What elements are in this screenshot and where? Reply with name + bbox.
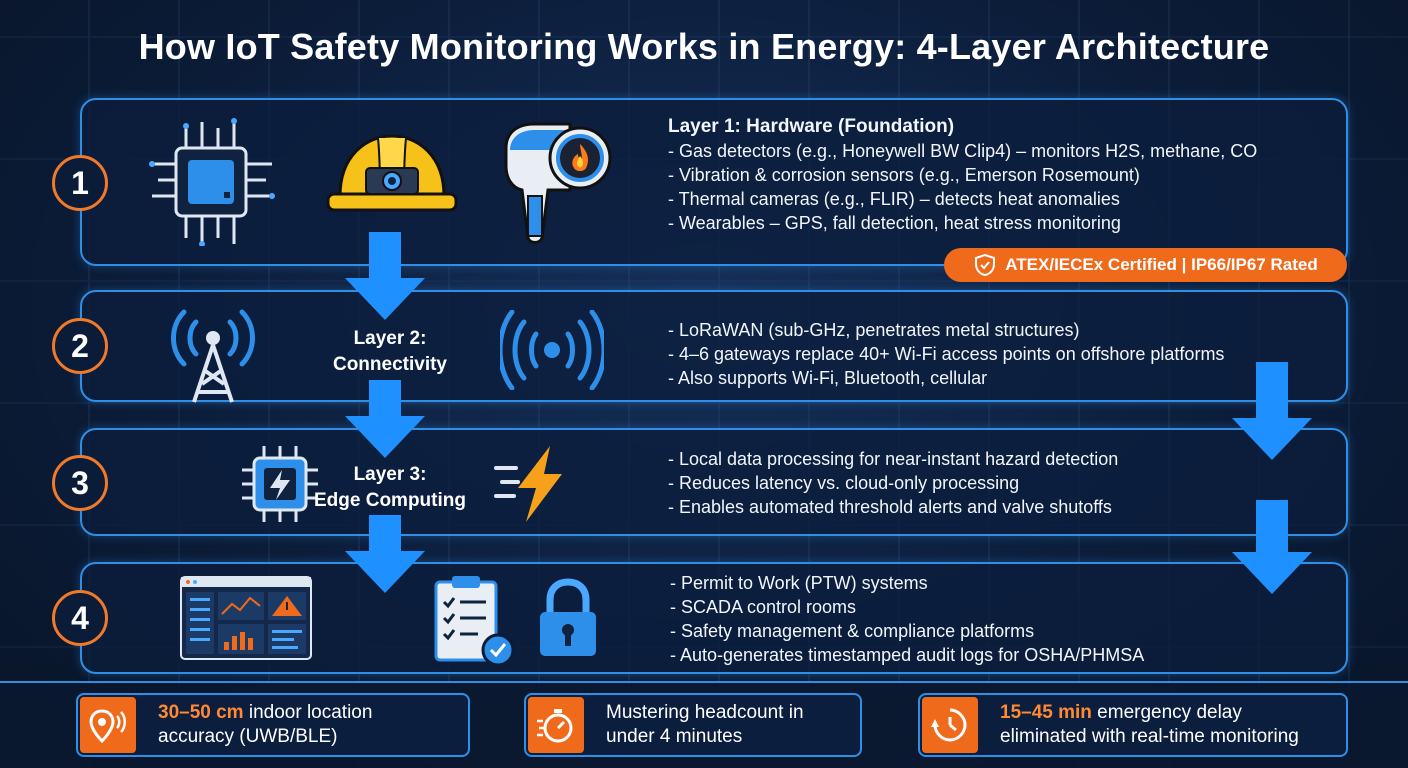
layer-4-number: 4 (52, 590, 108, 646)
stat-highlight: 15–45 min (1000, 702, 1092, 723)
layer-2-line: - LoRaWAN (sub-GHz, penetrates metal str… (668, 320, 1080, 340)
layer-4-line: - Permit to Work (PTW) systems (670, 573, 928, 593)
edge-chip-icon (242, 446, 318, 522)
layer-3-number: 3 (52, 455, 108, 511)
stat-location-accuracy: 30–50 cm indoor location accuracy (UWB/B… (76, 693, 470, 757)
layer-2-panel (80, 290, 1348, 402)
layer-3-line: - Enables automated threshold alerts and… (668, 497, 1112, 517)
layer-2-label-line2: Connectivity (332, 354, 448, 375)
layer-4-description: - Permit to Work (PTW) systems - SCADA c… (670, 571, 1340, 667)
dashboard-icon (180, 576, 312, 660)
stat-text-line1: Mustering headcount in (606, 702, 804, 723)
layer-2-number: 2 (52, 318, 108, 374)
layer-1-line: - Thermal cameras (e.g., FLIR) – detects… (668, 189, 1120, 209)
flow-arrow-1-2 (345, 232, 425, 320)
checklist-icon (434, 576, 515, 666)
layer-1-heading: Layer 1: Hardware (Foundation) (668, 116, 955, 137)
microchip-icon (149, 118, 275, 246)
radio-tower-icon (171, 309, 255, 403)
layer-3-description: - Local data processing for near-instant… (668, 447, 1338, 519)
padlock-icon (540, 578, 596, 656)
wireless-signal-icon (500, 310, 604, 390)
shield-check-icon (975, 253, 996, 277)
layer-2-description: - LoRaWAN (sub-GHz, penetrates metal str… (668, 318, 1338, 390)
layer-3-line: - Reduces latency vs. cloud-only process… (668, 473, 1020, 493)
layer-2-label: Layer 2: Connectivity (310, 326, 470, 378)
layer-3-label-line2: Edge Computing (314, 490, 466, 511)
layer-3-line: - Local data processing for near-instant… (668, 449, 1119, 469)
layer-1-line: - Gas detectors (e.g., Honeywell BW Clip… (668, 141, 1258, 161)
stat-emergency-delay: 15–45 min emergency delay eliminated wit… (918, 693, 1348, 757)
flow-arrow-3-4 (345, 515, 425, 593)
clock-icon (922, 697, 978, 753)
flow-arrow-2-3 (345, 380, 425, 458)
hard-hat-icon (326, 134, 458, 212)
stopwatch-icon (528, 697, 584, 753)
stat-mustering: Mustering headcount in under 4 minutes (524, 693, 862, 757)
layer-1-line: - Vibration & corrosion sensors (e.g., E… (668, 165, 1140, 185)
layer-1-number: 1 (52, 155, 108, 211)
stat-highlight: 30–50 cm (158, 702, 244, 723)
layer-3-label: Layer 3: Edge Computing (300, 462, 480, 514)
flow-arrow-right-upper (1232, 362, 1312, 460)
flow-arrow-right-lower (1232, 500, 1312, 594)
layer-3-label-line1: Layer 3: (353, 464, 427, 485)
layer-2-label-line1: Layer 2: (353, 328, 427, 349)
lightning-icon (494, 446, 562, 522)
stat-mustering-text: Mustering headcount in under 4 minutes (606, 701, 804, 749)
layer-1-panel (80, 98, 1348, 266)
thermal-camera-icon (504, 122, 612, 244)
stat-text-line1: emergency delay (1091, 702, 1242, 723)
stat-emergency-text: 15–45 min emergency delay eliminated wit… (1000, 701, 1299, 749)
layer-1-description: Layer 1: Hardware (Foundation) - Gas det… (668, 115, 1348, 235)
layer-2-line: - 4–6 gateways replace 40+ Wi-Fi access … (668, 344, 1225, 364)
layer-4-line: - Auto-generates timestamped audit logs … (670, 645, 1145, 665)
location-pin-icon (80, 697, 136, 753)
page-title: How IoT Safety Monitoring Works in Energ… (138, 26, 1270, 67)
stat-text-line2: accuracy (UWB/BLE) (158, 726, 338, 747)
layer-1-line: - Wearables – GPS, fall detection, heat … (668, 213, 1121, 233)
stat-text-line2: under 4 minutes (606, 726, 743, 747)
stat-location-text: 30–50 cm indoor location accuracy (UWB/B… (158, 701, 372, 749)
layer-4-line: - SCADA control rooms (670, 597, 857, 617)
layer-4-line: - Safety management & compliance platfor… (670, 621, 1035, 641)
certification-badge-text: ATEX/IECEx Certified | IP66/IP67 Rated (1005, 255, 1318, 274)
layer-2-line: - Also supports Wi-Fi, Bluetooth, cellul… (668, 368, 988, 388)
stat-text-line2: eliminated with real-time monitoring (1000, 726, 1299, 747)
certification-badge: ATEX/IECEx Certified | IP66/IP67 Rated (944, 248, 1347, 282)
stat-text-line1: indoor location (243, 702, 373, 723)
